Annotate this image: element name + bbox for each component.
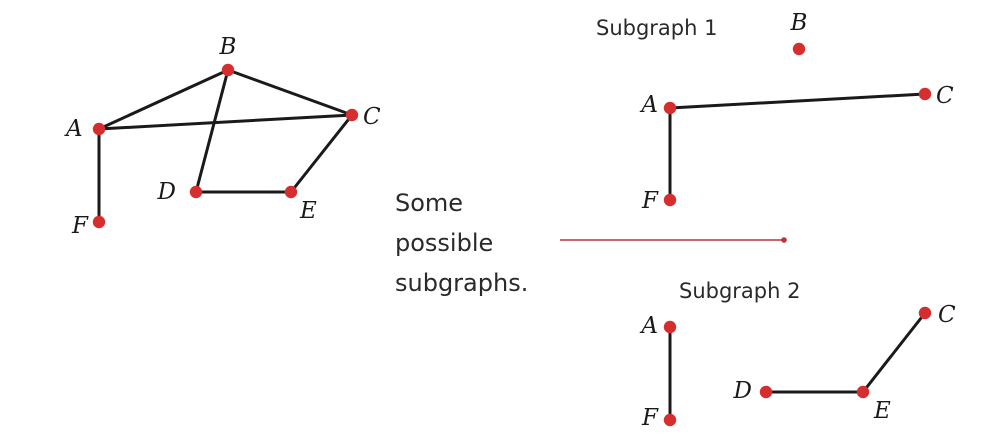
vertex-label-sub1-c: C [936, 83, 954, 109]
vertex-label-sub2-d: D [733, 378, 752, 404]
vertex-main-e [284, 185, 298, 199]
edge-main-b-c [226, 68, 354, 117]
vertex-sub1-b [792, 42, 806, 56]
vertex-label-sub2-a: A [639, 313, 658, 339]
vertex-label-main-f: F [71, 213, 89, 239]
vertex-sub2-c [918, 306, 932, 320]
edge-main-e-c [289, 113, 354, 194]
vertex-label-main-b: B [219, 34, 237, 60]
subgraph-1-caption: Subgraph 1 [596, 16, 717, 40]
vertex-sub1-c [918, 87, 932, 101]
note-line-3: subgraphs. [395, 269, 528, 297]
graph-main: A B C D E F [64, 34, 381, 239]
vertex-label-sub2-f: F [641, 405, 659, 431]
vertex-label-main-a: A [64, 116, 83, 142]
vertex-main-d [189, 185, 203, 199]
note-line-1: Some [395, 189, 463, 217]
vertex-sub2-a [663, 320, 677, 334]
edge-sub1-a-c [668, 92, 927, 110]
vertex-main-b [221, 63, 235, 77]
vertex-sub2-e [856, 385, 870, 399]
graph-subgraph-1: A B C F [639, 10, 954, 214]
edge-main-a-c [97, 113, 354, 131]
vertex-sub2-f [663, 413, 677, 427]
vertex-sub1-f [663, 193, 677, 207]
vertex-label-sub1-f: F [641, 188, 659, 214]
vertex-label-sub2-e: E [873, 398, 891, 424]
vertex-label-main-e: E [299, 198, 317, 224]
vertex-label-main-d: D [157, 179, 176, 205]
vertex-label-sub2-c: C [938, 302, 956, 328]
note: Some possible subgraphs. [395, 189, 528, 297]
vertex-label-sub1-a: A [639, 92, 658, 118]
vertex-main-f [92, 215, 106, 229]
pointer-line-end-dot [781, 237, 787, 243]
edge-main-a-b [97, 68, 230, 131]
vertex-main-c [345, 108, 359, 122]
subgraph-2-caption: Subgraph 2 [679, 279, 800, 303]
graph-subgraph-2: A C D E F [639, 302, 956, 431]
edge-main-b-d [194, 68, 230, 194]
vertex-sub1-a [663, 101, 677, 115]
vertex-main-a [92, 122, 106, 136]
edge-sub2-e-c [861, 311, 927, 394]
vertex-label-sub1-b: B [790, 10, 808, 36]
pointer-line [560, 237, 787, 243]
note-line-2: possible [395, 229, 493, 257]
vertex-sub2-d [759, 385, 773, 399]
vertex-label-main-c: C [363, 104, 381, 130]
